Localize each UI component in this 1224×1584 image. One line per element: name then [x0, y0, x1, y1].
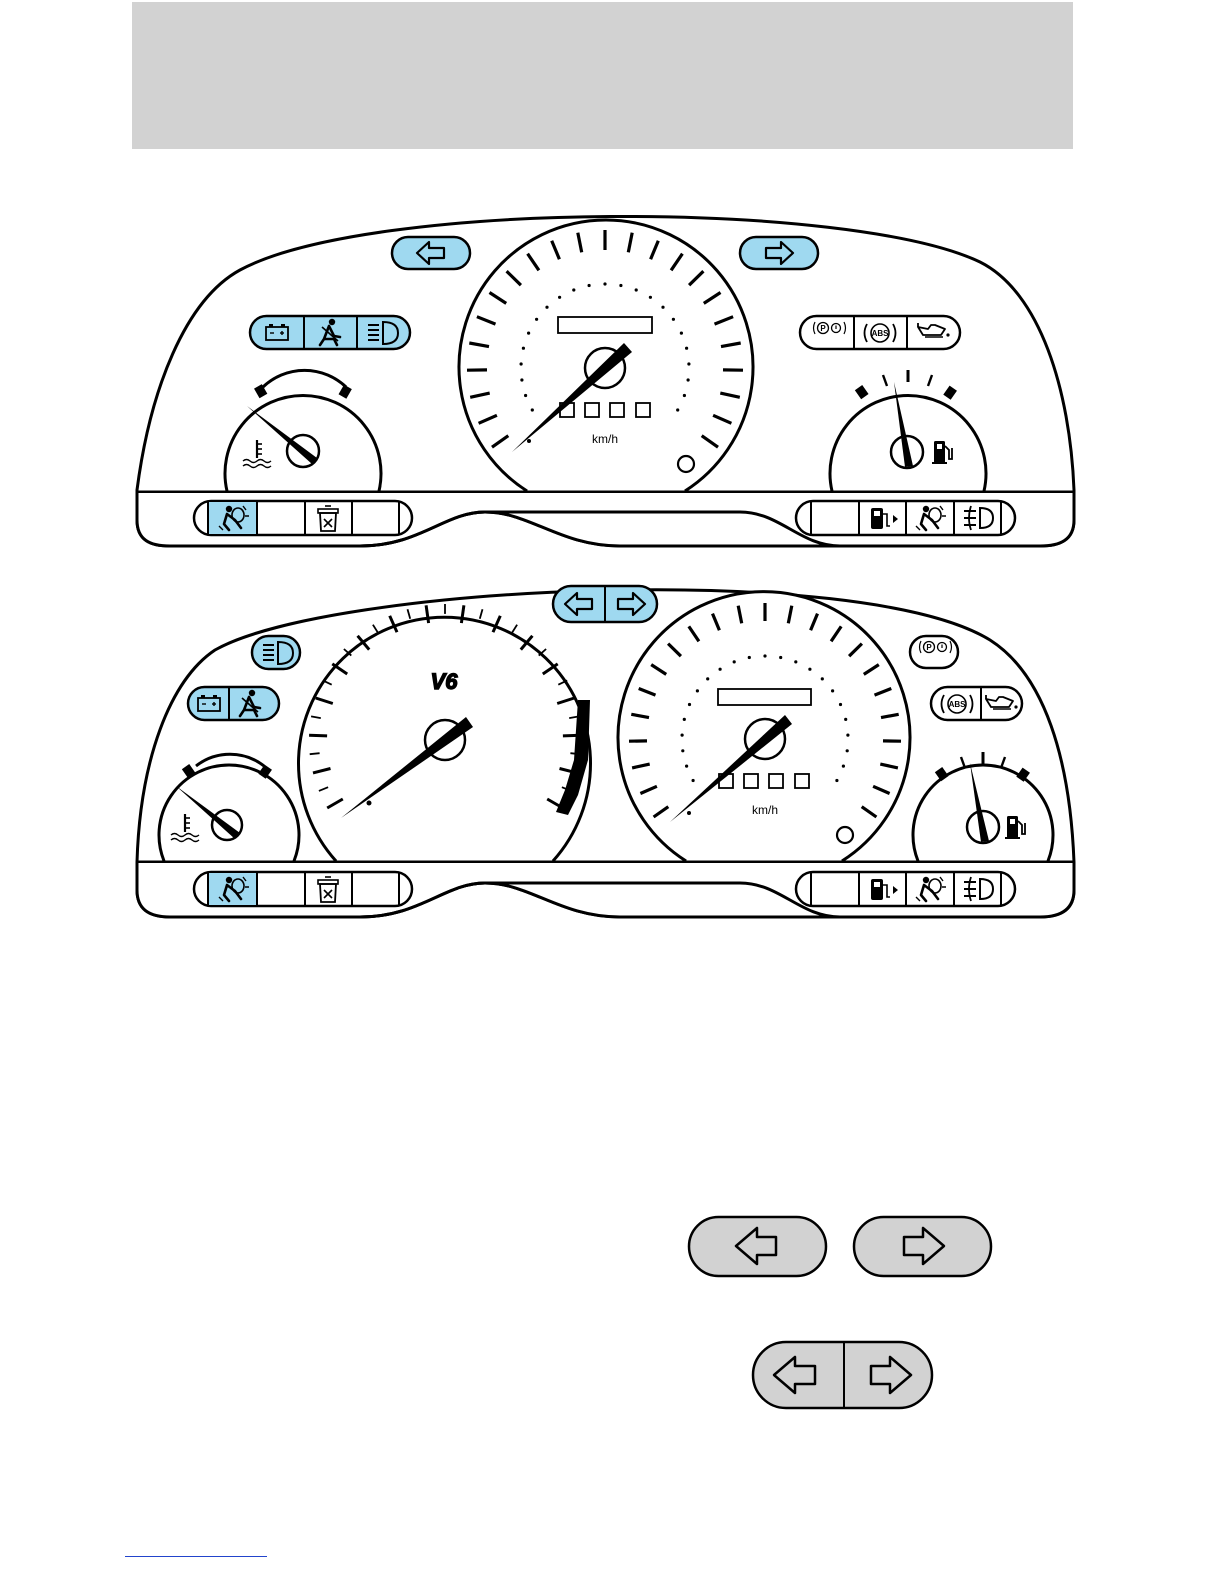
footer-rule: [125, 1556, 267, 1557]
gauge-dot: [719, 668, 722, 671]
gauge-dot: [531, 408, 534, 411]
gauge-dot: [649, 296, 652, 299]
gauge-dot: [779, 656, 782, 659]
bottom-strip-right: [796, 501, 1015, 535]
trip-reset-knob[interactable]: [837, 827, 853, 843]
gauge-dot: [748, 656, 751, 659]
gauge-dot: [685, 765, 688, 768]
gauge-dot: [520, 362, 523, 365]
turn-signal-legend-combined: [753, 1342, 932, 1408]
gauge-dot: [692, 779, 695, 782]
trip-display: [718, 689, 811, 705]
gauge-dot: [535, 318, 538, 321]
gauge-dot: [681, 749, 684, 752]
gauge-dot: [676, 408, 679, 411]
gauge-dot: [821, 677, 824, 680]
gauge-dot: [685, 347, 688, 350]
gauge-dot: [835, 779, 838, 782]
gauge-dot: [558, 296, 561, 299]
warning-block-left: [188, 687, 279, 720]
gauge-tick: [310, 753, 320, 754]
high-beam-icon: [252, 636, 300, 669]
gauge-dot: [842, 765, 845, 768]
gauge-dot: [588, 284, 591, 287]
gauge-dot: [683, 718, 686, 721]
right-turn-signal-icon: [740, 237, 818, 269]
gauge-dot: [733, 660, 736, 663]
speed-unit-label: km/h: [592, 432, 618, 446]
gauge-dot: [520, 378, 523, 381]
brake-icon: [910, 636, 958, 668]
engine-badge: V6: [431, 669, 459, 694]
right-arrow-button: [854, 1217, 991, 1276]
gauge-dot: [846, 734, 849, 737]
left-turn-signal-icon: [392, 237, 470, 269]
gauge-dot: [839, 703, 842, 706]
bottom-strip-left: [194, 501, 412, 535]
gauge-dot: [681, 734, 684, 737]
gauge-dot: [683, 394, 686, 397]
gauge-dot: [619, 284, 622, 287]
bottom-strip-right: [796, 872, 1015, 906]
gauge-dot: [635, 288, 638, 291]
cluster-standard: km/h: [137, 216, 1074, 546]
bottom-strip-left: [194, 872, 412, 906]
left-arrow-button: [689, 1217, 826, 1276]
gauge-dot: [572, 288, 575, 291]
gauge-dot: [522, 347, 525, 350]
gauge-dot: [763, 654, 766, 657]
warning-block-left: [250, 316, 410, 349]
gauge-dot: [524, 394, 527, 397]
gauge-dot: [527, 332, 530, 335]
gauge-dot: [672, 318, 675, 321]
turn-signal-legend-separate: [689, 1217, 991, 1276]
gauge-dot: [794, 660, 797, 663]
gauge-dot: [696, 689, 699, 692]
gauge-dot: [545, 306, 548, 309]
warning-block-right: [800, 316, 960, 349]
trip-reset-knob[interactable]: [678, 456, 694, 472]
turn-signal-pair: [553, 586, 657, 622]
gauge-tick: [309, 735, 327, 736]
gauge-dot: [688, 703, 691, 706]
gauge-dot: [844, 718, 847, 721]
trip-display: [558, 317, 652, 333]
gauge-dot: [661, 306, 664, 309]
gauge-dot: [831, 689, 834, 692]
gauge-dot: [687, 362, 690, 365]
gauge-dot: [687, 378, 690, 381]
gauge-dot: [846, 749, 849, 752]
warning-block-right: [931, 687, 1022, 720]
gauge-dot: [680, 332, 683, 335]
gauge-dot: [603, 282, 606, 285]
gauge-dot: [706, 677, 709, 680]
cluster-v6: V6 km/h: [137, 586, 1074, 917]
speed-unit-label: km/h: [752, 803, 778, 817]
gauge-dot: [808, 668, 811, 671]
